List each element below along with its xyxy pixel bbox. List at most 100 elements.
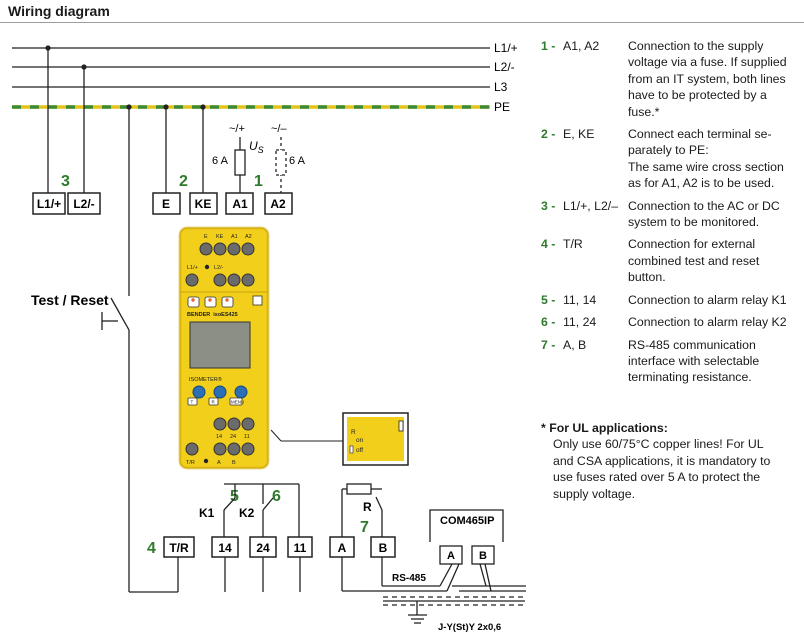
callout-1: 1 <box>254 173 263 190</box>
legend-description-line: voltage via a fuse. If supplied <box>628 55 787 70</box>
wiring-diagram: L1/+ L2/- L3 PE ~/+ ~/– US 6 A 6 A <box>12 41 526 633</box>
legend-description: Connection to alarm relay K1 <box>628 292 799 308</box>
supply-voltage-label: US <box>249 139 264 155</box>
legend-terminal: L1/+, L2/– <box>563 198 619 213</box>
legend-description-line: fuse.* <box>628 104 660 119</box>
test-reset-label: Test / Reset <box>31 292 109 308</box>
terminal-l1 <box>32 192 66 215</box>
resistor-label: R <box>363 500 372 514</box>
rs485-label: RS-485 <box>392 573 426 584</box>
device-bottom-label-b: B <box>232 460 236 466</box>
terminal-a1 <box>225 192 254 215</box>
legend-number: 1 - <box>541 39 556 53</box>
legend-item: 5 - 11, 14 Connection to alarm relay K1 <box>541 292 799 308</box>
legend-description: Connection to alarm relay K2 <box>628 314 799 330</box>
legend-description-line: The same wire cross section <box>628 159 784 174</box>
legend-description-line: combined test and reset <box>628 253 760 268</box>
legend-description-line: have to be protected by a <box>628 88 767 103</box>
terminal-label-a2: A2 <box>270 197 286 211</box>
ul-note: * For UL applications: Only use 60/75°C … <box>541 420 799 502</box>
device-reset-button[interactable] <box>213 385 227 399</box>
legend-item: 1 - A1, A2 Connection to the supply voltage… <box>541 38 799 120</box>
legend-terminal: 11, 14 <box>563 292 597 307</box>
com-terminal-label-b: B <box>479 550 487 562</box>
callout-6: 6 <box>272 488 281 505</box>
device-menu-button[interactable] <box>234 385 248 399</box>
terminal-label-l2: L2/- <box>73 197 94 211</box>
legend-number: 5 - <box>541 292 556 307</box>
terminal-label-b: B <box>379 541 388 555</box>
callout-4: 4 <box>147 540 156 557</box>
legend-number: 2 - <box>541 127 556 142</box>
ul-note-line: Only use 60/75°C copper lines! For UL <box>553 437 764 452</box>
legend-description-line: RS-485 communication <box>628 337 756 352</box>
terminal-label-24: 24 <box>256 541 270 555</box>
legend-terminal: A1, A2 <box>563 39 600 53</box>
device-display <box>189 321 251 369</box>
device-top-terminal-1: E <box>204 234 208 240</box>
legend-description-line: from an IT system, both lines <box>628 71 786 86</box>
device-mid-terminal-2: L2/- <box>214 265 224 271</box>
terminal-label-11: 11 <box>294 541 307 555</box>
terminal-b <box>370 536 396 558</box>
fuse-label-a2: 6 A <box>289 155 306 167</box>
legend-description-line: Connection to the supply <box>628 39 764 53</box>
legend-description-line: Connection to the AC or DC <box>628 198 780 213</box>
legend-terminal: A, B <box>563 337 587 352</box>
com-terminal-a <box>439 545 463 565</box>
device-button-label-menu: MENU <box>231 400 244 405</box>
terminating-switch-box: R on off <box>342 412 409 466</box>
terminal-label-14: 14 <box>218 541 232 555</box>
bus-label-l1: L1/+ <box>494 41 518 55</box>
legend-number: 3 - <box>541 198 556 213</box>
legend-description-line: parately to PE: <box>628 143 709 158</box>
device-mid-terminal-1: L1/+ <box>187 265 198 271</box>
legend-terminal: 11, 24 <box>563 315 597 330</box>
terminal-tr <box>163 536 195 558</box>
com-terminal-b <box>471 545 495 565</box>
device-bottom-terminal-11: 11 <box>244 434 250 440</box>
legend-description-line: Connection to alarm relay K1 <box>628 292 787 307</box>
callout-7: 7 <box>360 519 369 536</box>
device-name: ISOMETER® <box>189 376 222 383</box>
legend-description-line: Connection to alarm relay K2 <box>628 315 787 330</box>
bus-label-pe: PE <box>494 100 510 114</box>
switch-box-r-label: R <box>351 429 356 436</box>
ul-note-line: supply voltage. <box>553 486 636 501</box>
supply-dc-label: ~/– <box>271 123 287 135</box>
legend-description-line: button. <box>628 270 666 285</box>
cable-type-label: J-Y(St)Y 2x0,6 <box>438 622 501 633</box>
bus-label-l2: L2/- <box>494 60 515 74</box>
relay-k1-label: K1 <box>199 506 215 520</box>
device-bottom-terminal-14: 14 <box>216 434 222 440</box>
device-test-button[interactable] <box>192 385 206 399</box>
device-top-terminal-2: KE <box>216 234 224 240</box>
callout-2: 2 <box>179 173 188 190</box>
legend-number: 7 - <box>541 337 556 352</box>
device-button-label-t: T <box>191 400 194 405</box>
switch-box-on-label: on <box>356 437 364 444</box>
supply-ac-label: ~/+ <box>229 123 245 135</box>
terminal-label-a1: A1 <box>232 197 248 211</box>
legend-terminal: E, KE <box>563 127 595 142</box>
title-divider <box>0 22 804 23</box>
legend-description-line: interface with selectable <box>628 353 760 368</box>
com-device-label: COM465IP <box>440 515 494 527</box>
terminal-l2 <box>67 192 101 215</box>
com-terminal-label-a: A <box>447 550 455 562</box>
terminal-a2 <box>264 192 293 215</box>
legend-description: Connection to the supply voltage via a fu… <box>628 38 799 120</box>
callout-3: 3 <box>61 173 70 190</box>
legend-description-line: terminating resistance. <box>628 370 752 385</box>
legend: 1 - A1, A2 Connection to the supply voltage… <box>541 38 799 386</box>
terminal-label-ke: KE <box>195 197 212 211</box>
